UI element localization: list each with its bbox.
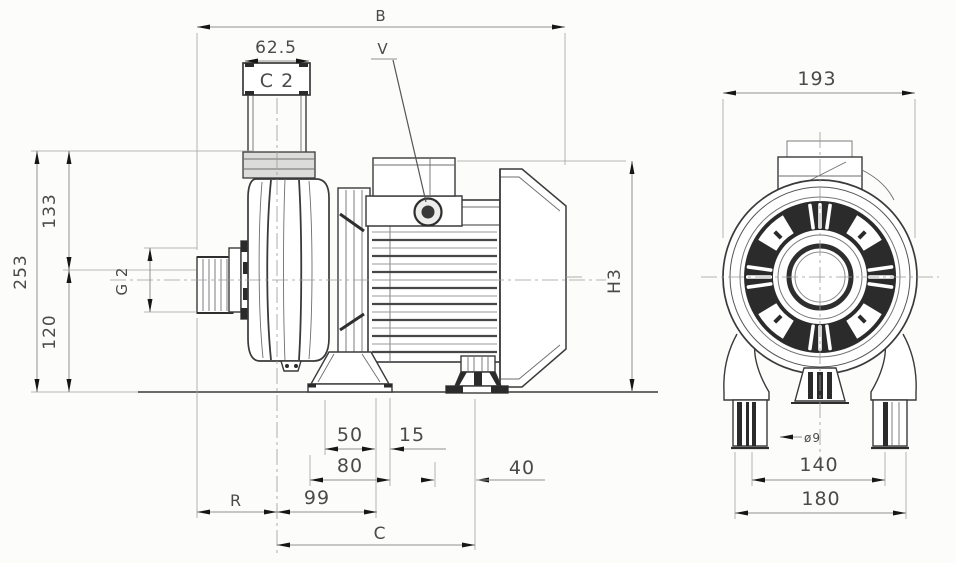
dim-suction-offset: R: [230, 491, 242, 510]
front-feet: [731, 367, 909, 450]
dim-overall-length: B: [375, 7, 386, 25]
dim-motor-height: H3: [605, 268, 625, 294]
volute-casing: [247, 178, 330, 372]
dim-discharge-width: 62.5: [255, 38, 297, 58]
dim-discharge-port: C 2: [260, 70, 294, 92]
dim-suction-port: G 2: [113, 267, 131, 296]
dim-vent-plug: V: [377, 40, 388, 58]
dim-foot-offset: 99: [304, 487, 330, 509]
fan-cover: [499, 168, 586, 388]
dim-foot-slot: 50: [337, 424, 363, 446]
dim-foot-plate: 80: [337, 455, 363, 477]
dim-total-height: 253: [11, 254, 31, 289]
terminal-box: [365, 157, 463, 227]
dim-motor-foot: 40: [509, 457, 535, 479]
pump-foot: [307, 351, 393, 393]
front-view-dimensions: 193 ø9 140 180: [722, 68, 916, 519]
drain-plug: [280, 360, 302, 372]
dim-foot-edge: 15: [399, 424, 425, 446]
front-discharge-stub: [786, 140, 853, 158]
dim-bolt-hole: ø9: [804, 431, 821, 445]
discharge-thread-box: [242, 62, 311, 96]
front-view: [701, 132, 939, 458]
dim-bolt-spacing: 140: [799, 454, 838, 476]
dim-front-width: 193: [797, 68, 836, 90]
dim-base-width: 180: [801, 488, 840, 510]
discharge-port: [242, 62, 316, 179]
side-view-dimensions: B 62.5 C 2 V 253 133 120 G 2 H3 50: [11, 7, 635, 550]
pump-motor-bracket: [337, 187, 371, 367]
dim-foot-span: C: [374, 524, 387, 544]
dim-axis-height: 120: [40, 314, 60, 349]
motor-foot: [445, 355, 509, 394]
side-view: [31, 62, 658, 556]
motor-fins: [372, 238, 497, 354]
dim-upper-height: 133: [40, 193, 60, 228]
